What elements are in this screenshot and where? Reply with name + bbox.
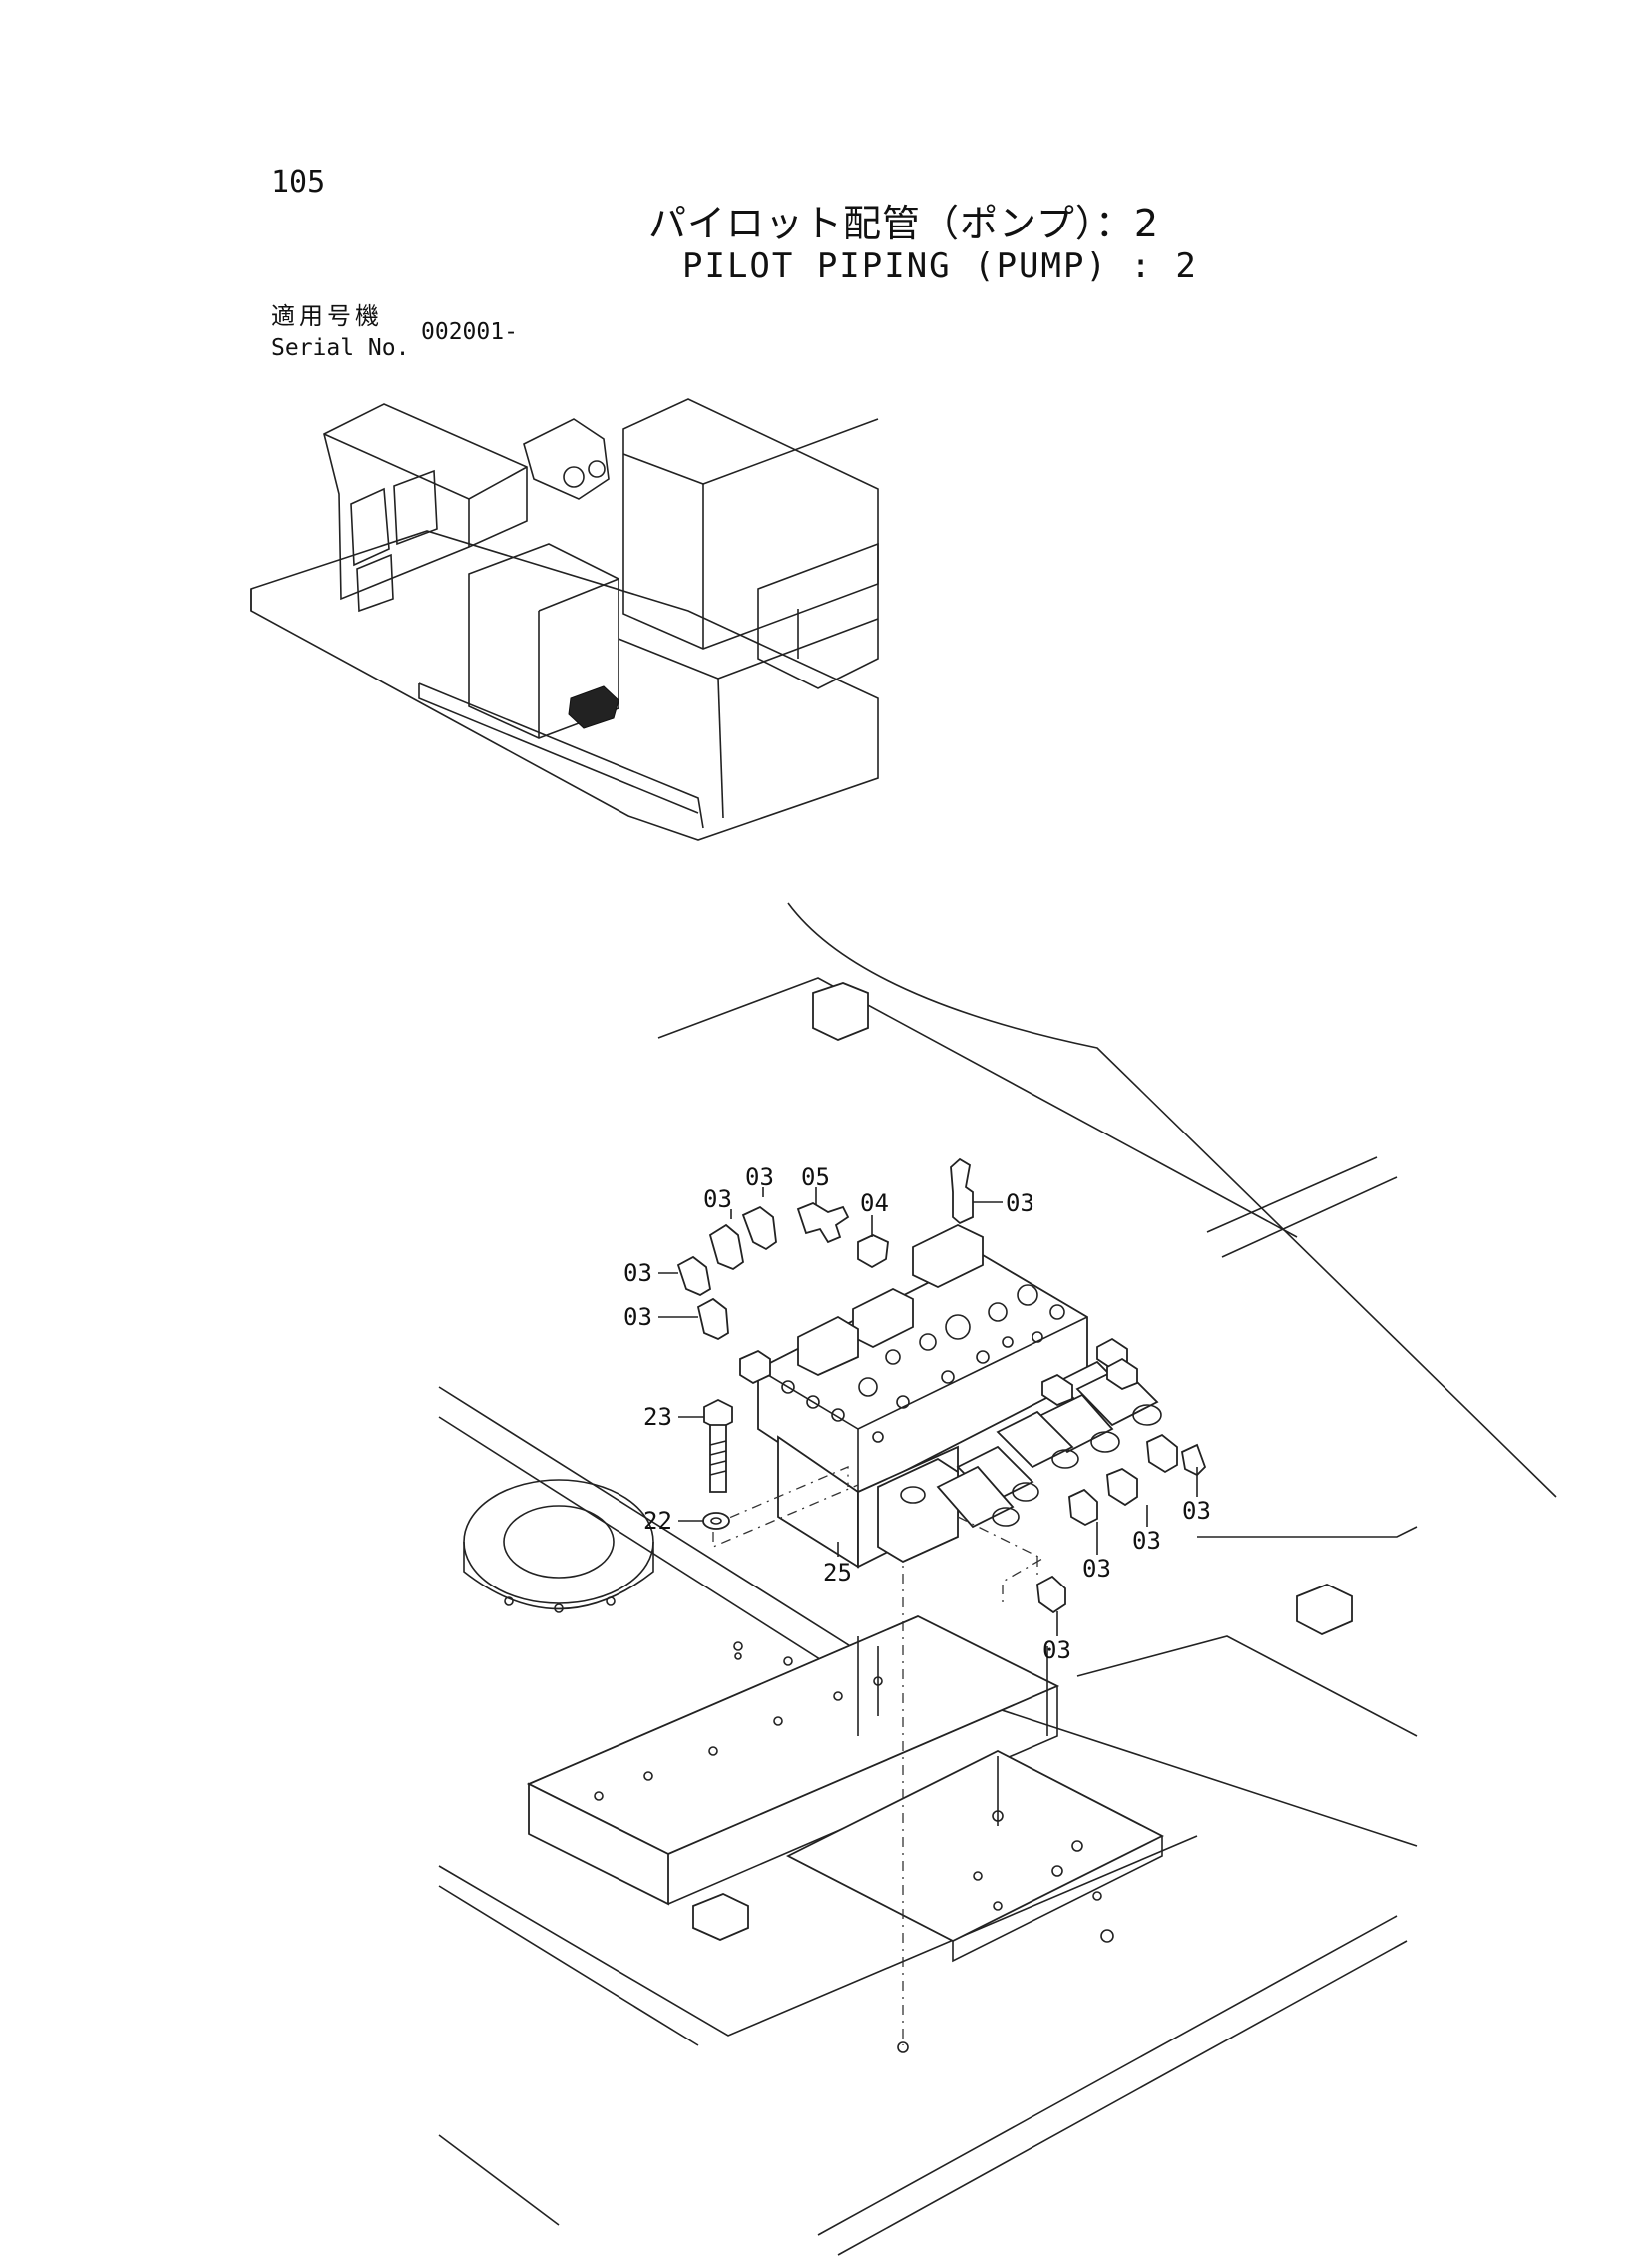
- page-number: 105: [271, 165, 326, 200]
- elbow-fittings: [676, 1157, 1207, 1614]
- callout-22: 22: [643, 1507, 672, 1535]
- bolt-part-23: [703, 1398, 733, 1493]
- callout-23: 23: [643, 1403, 672, 1431]
- control-valve-location-marker: [568, 685, 620, 729]
- callout-03-g: 03: [1132, 1527, 1161, 1555]
- callout-03-e: 03: [623, 1303, 652, 1331]
- upper-structure-frame: [438, 902, 1557, 2256]
- callout-03-d: 03: [623, 1259, 652, 1287]
- swing-bearing-ring: [463, 1479, 654, 1613]
- callout-03-i: 03: [1042, 1636, 1071, 1664]
- pilot-control-valve-body: [739, 1223, 1162, 1569]
- callout-03-c: 03: [1006, 1189, 1034, 1217]
- callout-03-f: 03: [1182, 1497, 1211, 1525]
- callout-03-h: 03: [1082, 1555, 1111, 1583]
- machine-overview-illustration: [250, 398, 879, 841]
- page-title-japanese: パイロット配管（ポンプ）：2: [648, 202, 1160, 245]
- callout-03-b: 03: [745, 1163, 774, 1191]
- serial-label-japanese: 適用号機: [271, 302, 383, 330]
- callout-leaders: [658, 1187, 1198, 1636]
- serial-number-range: 002001-: [421, 319, 518, 345]
- callout-03-a: 03: [703, 1185, 732, 1213]
- callout-labels: 03 03 05 04 03 03 03 23 22 25 03 03 03 0…: [623, 1163, 1211, 1664]
- serial-label-english: Serial No.: [271, 335, 410, 361]
- page-title-english: PILOT PIPING (PUMP) : 2: [682, 246, 1198, 286]
- bracket-dash-right: [957, 1516, 1044, 1606]
- washer-part-22: [702, 1512, 730, 1530]
- solenoid-actuators: [936, 1337, 1162, 1529]
- callout-05: 05: [801, 1163, 830, 1191]
- bracket-dash-left: [707, 1466, 849, 1528]
- callout-25: 25: [823, 1559, 852, 1586]
- callout-04: 04: [860, 1189, 889, 1217]
